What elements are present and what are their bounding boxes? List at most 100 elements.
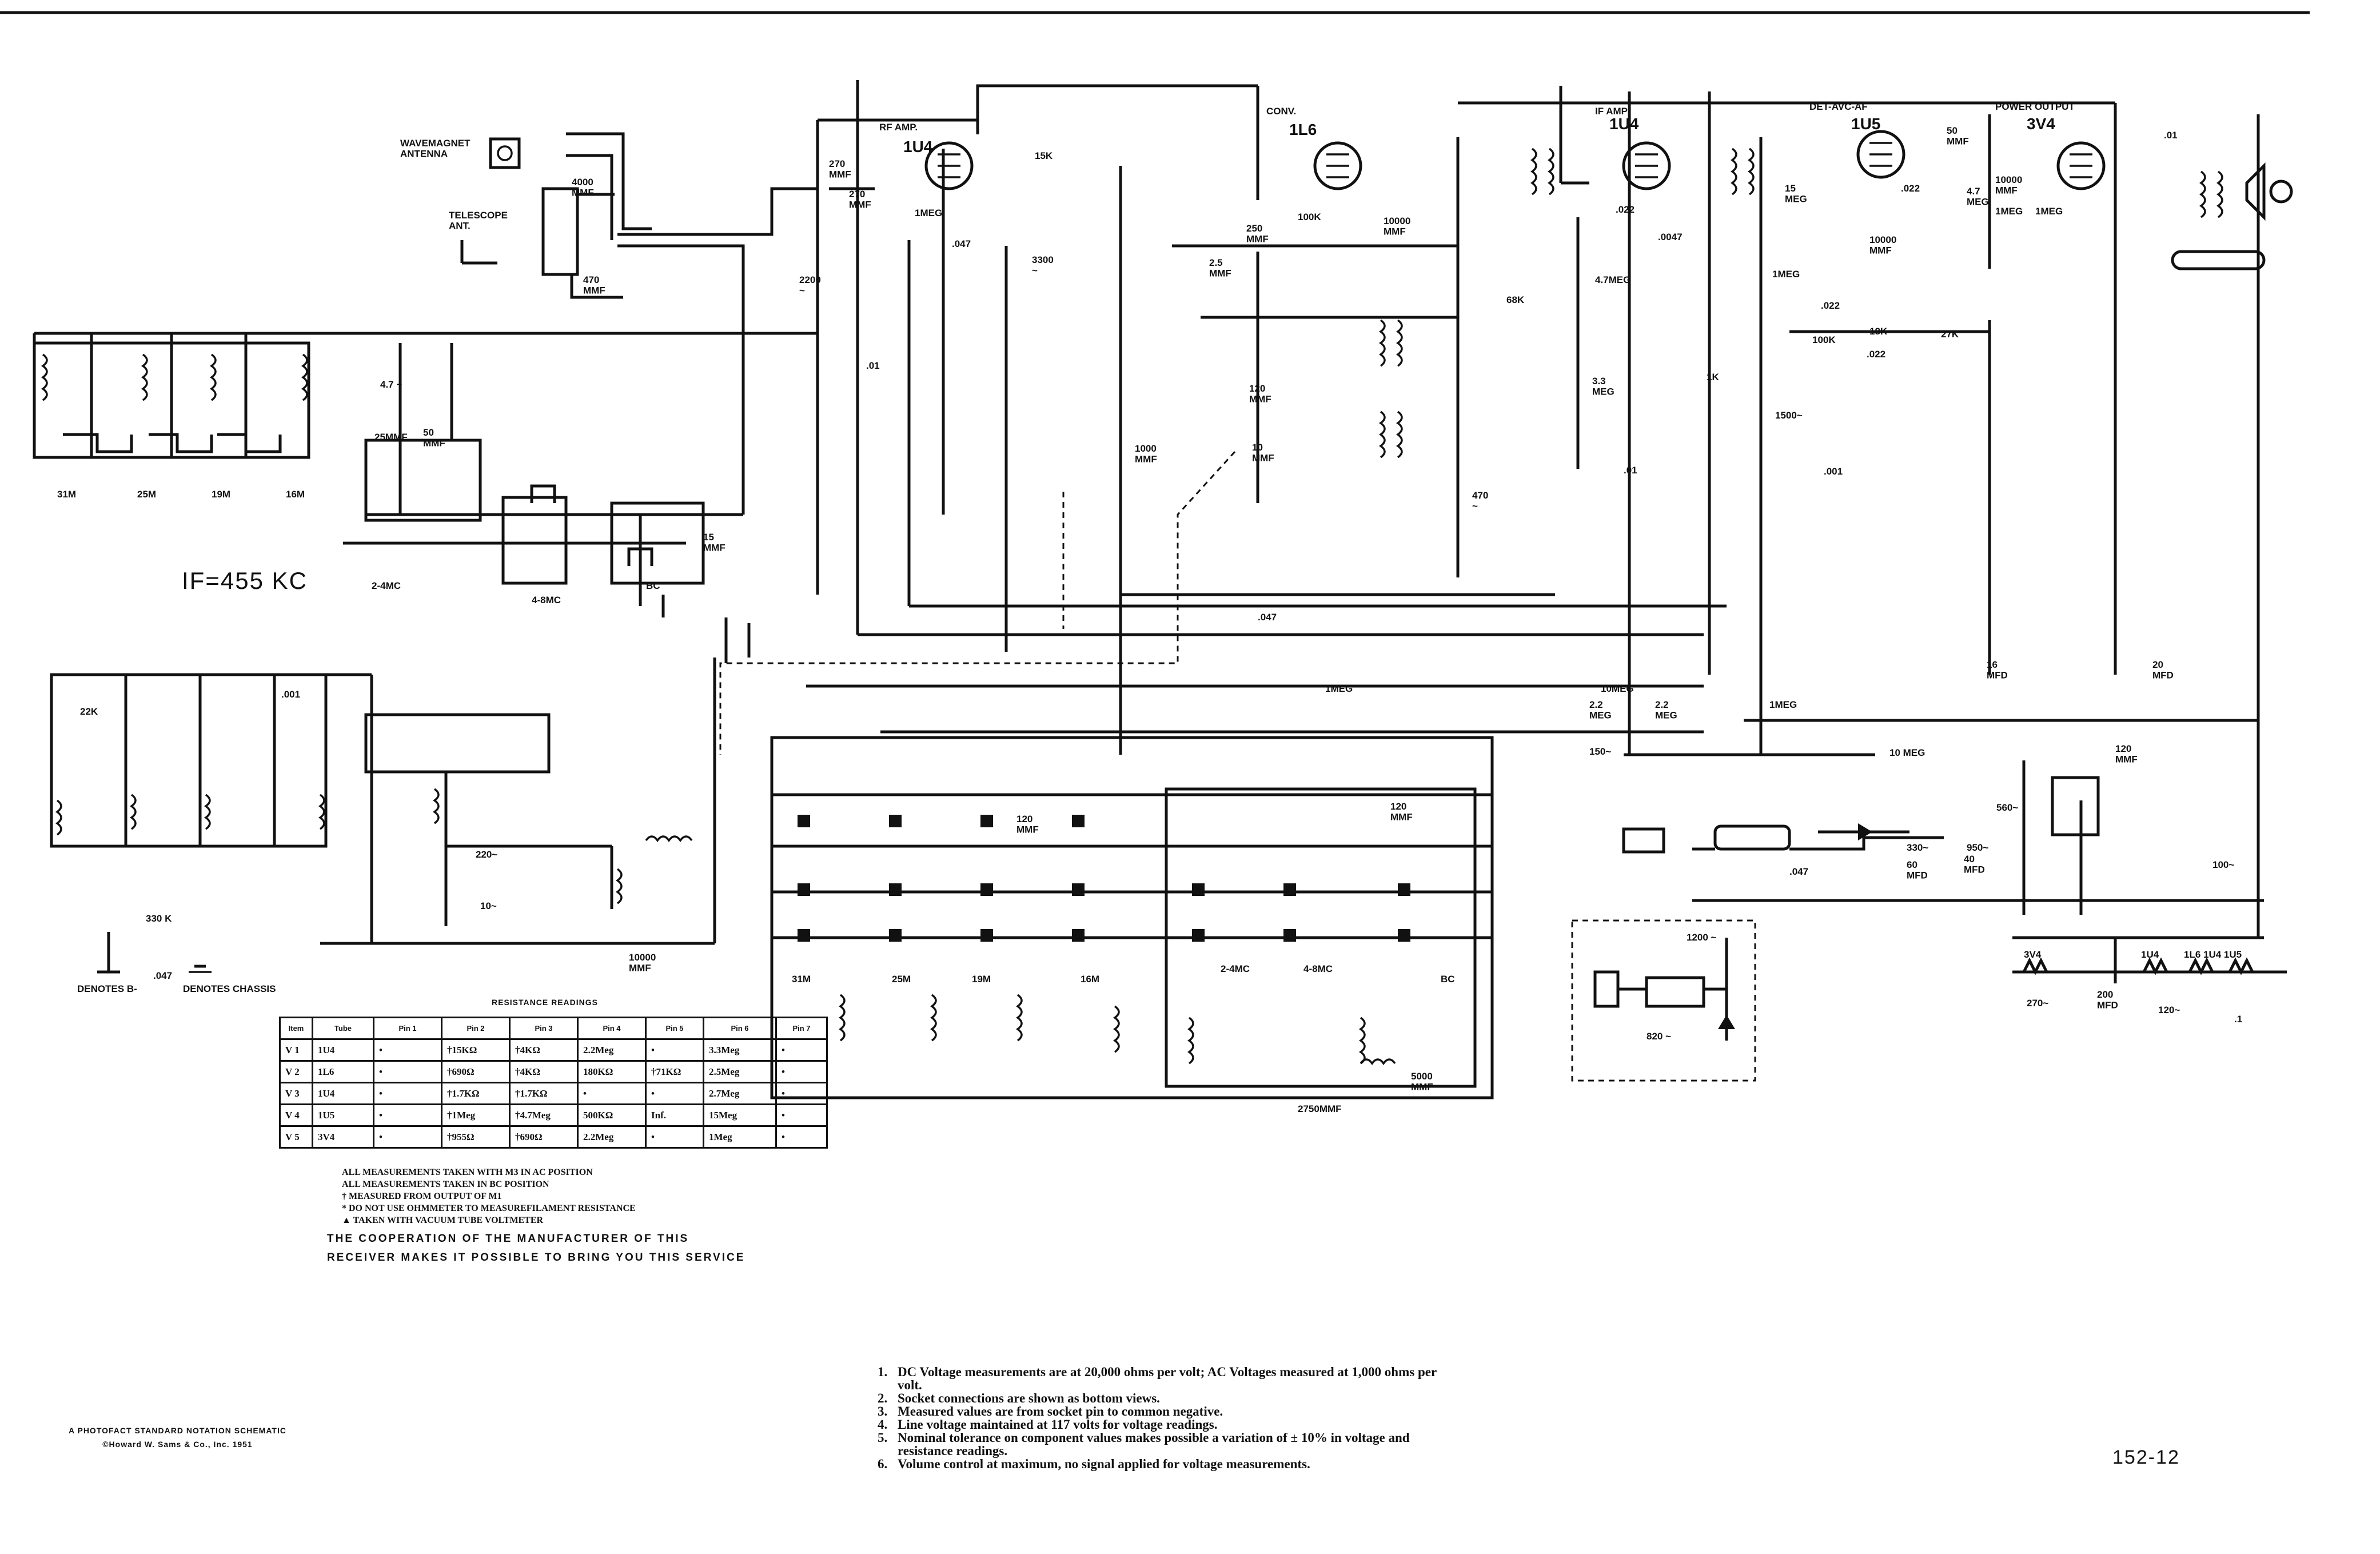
label-c34: .022 <box>1901 183 1920 194</box>
label-r34: 560~ <box>1996 802 2018 813</box>
th-pin3: Pin 3 <box>509 1017 579 1040</box>
cell: Inf. <box>645 1103 704 1127</box>
document-number: 152-12 <box>2112 1447 2180 1468</box>
table-header-row: Item Tube Pin 1 Pin 2 Pin 3 Pin 4 Pin 5 … <box>279 1017 828 1040</box>
table-row: V 2 1L6 • †690Ω †4KΩ 180KΩ †71KΩ 2.5Meg … <box>279 1060 828 1083</box>
th-pin5: Pin 5 <box>645 1017 704 1040</box>
note-item: 3.Measured values are from socket pin to… <box>878 1405 1449 1418</box>
cell: 1U4 <box>312 1082 374 1105</box>
speaker <box>2171 162 2293 270</box>
band-coil-bank-lower <box>50 658 716 945</box>
label-c39: .047 <box>1789 866 1808 877</box>
switch-contacts <box>798 815 1410 942</box>
tube-v1-role: RF AMP. <box>879 122 918 133</box>
switch-label-2-4mc-upper: 2-4MC <box>372 580 401 591</box>
cell: 1U4 <box>312 1038 374 1062</box>
rf-wiring <box>33 80 2264 983</box>
cell: †690Ω <box>441 1060 511 1083</box>
th-pin6: Pin 6 <box>703 1017 777 1040</box>
th-pin2: Pin 2 <box>441 1017 511 1040</box>
band-31m: 31M <box>57 489 76 500</box>
label-c20: .047 <box>1258 612 1277 623</box>
label-r28: 1MEG <box>1995 206 2023 217</box>
cell: †1.7KΩ <box>441 1082 511 1105</box>
tube-v4-type: 1U5 <box>1851 115 1880 133</box>
band-16m: 16M <box>286 489 305 500</box>
tube-v5: POWER OUTPUT 3V4 <box>1995 101 2106 190</box>
label-r10: 68K <box>1506 294 1525 305</box>
cell: †4KΩ <box>509 1038 579 1062</box>
power-supply <box>1622 776 2100 854</box>
tube-v5-type: 3V4 <box>2027 115 2055 133</box>
label-r24: 1MEG <box>1769 699 1797 710</box>
tube-v1-type: 1U4 <box>903 138 933 156</box>
cell: • <box>645 1125 704 1149</box>
table-note: ALL MEASUREMENTS TAKEN WITH M3 IN AC POS… <box>342 1168 593 1177</box>
cell: • <box>373 1038 442 1062</box>
tube-v3-type: 1U4 <box>1609 115 1639 133</box>
switch-label-4-8mc-lower: 4-8MC <box>1303 963 1333 974</box>
if-frequency-label: IF=455 KC <box>182 567 308 594</box>
cooperation-note: THE COOPERATION OF THE MANUFACTURER OF T… <box>327 1229 745 1267</box>
note-item: 4.Line voltage maintained at 117 volts f… <box>878 1418 1449 1431</box>
label-r9: 100K <box>1298 212 1321 222</box>
label-r6: 2200~ <box>799 274 821 296</box>
table-note: ALL MEASUREMENTS TAKEN IN BC POSITION <box>342 1180 549 1189</box>
label-c5: .01 <box>866 360 880 371</box>
cell: V 3 <box>279 1082 313 1105</box>
antenna-switch-wiring <box>541 132 652 299</box>
tube-v5-role: POWER OUTPUT <box>1995 101 2075 112</box>
label-c37: .01 <box>2164 130 2178 141</box>
cell: V 2 <box>279 1060 313 1083</box>
switch-label-4-8mc-upper: 4-8MC <box>532 595 561 605</box>
oscillator-switch-group <box>364 343 705 585</box>
table-row: V 4 1U5 • †1Meg †4.7Meg 500KΩ Inf. 15Meg… <box>279 1103 828 1127</box>
band-coil-bank-upper: 31M 25M 19M 16M <box>33 333 310 500</box>
ground-legend: DENOTES B- DENOTES CHASSIS <box>77 932 276 994</box>
filament-3v4-label: 3V4 <box>2024 949 2042 960</box>
note-number: 2. <box>878 1391 888 1405</box>
cell: †15KΩ <box>441 1038 511 1062</box>
band-25m: 25M <box>137 489 156 500</box>
cell: 1U5 <box>312 1103 374 1127</box>
label-c27: .01 <box>1624 465 1637 476</box>
label-r36: 270~ <box>2027 998 2048 1009</box>
label-r2: 4.7 ~ <box>380 379 402 390</box>
label-r16: 4.7MEG <box>1595 274 1630 285</box>
cell: 15Meg <box>703 1103 777 1127</box>
label-r26: 1500~ <box>1775 410 1803 421</box>
switch-band-coils <box>838 994 1396 1066</box>
band-25m-lower: 25M <box>892 974 911 985</box>
th-pin1: Pin 1 <box>373 1017 442 1040</box>
cell: †4KΩ <box>509 1060 579 1083</box>
label-c35: .022 <box>1867 349 1885 360</box>
label-r27: 10 MEG <box>1889 747 1925 758</box>
label-r29: 100K <box>1812 334 1836 345</box>
inset-resistor-1200: 1200 ~ <box>1687 932 1717 943</box>
tube-v4-role: DET-AVC-AF <box>1809 101 1868 112</box>
cell: 500KΩ <box>577 1103 647 1127</box>
table-row: V 1 1U4 • †15KΩ †4KΩ 2.2Meg • 3.3Meg • <box>279 1038 828 1062</box>
table-note: † MEASURED FROM OUTPUT OF M1 <box>342 1192 502 1201</box>
tube-v1: RF AMP. 1U4 <box>879 122 974 190</box>
cooperation-line: THE COOPERATION OF THE MANUFACTURER OF T… <box>327 1233 689 1245</box>
label-r20: 1K <box>1707 372 1719 382</box>
cell: • <box>373 1060 442 1083</box>
note-number: 5. <box>878 1431 888 1445</box>
note-text: DC Voltage measurements are at 20,000 oh… <box>898 1365 1437 1392</box>
cell: • <box>775 1038 828 1062</box>
